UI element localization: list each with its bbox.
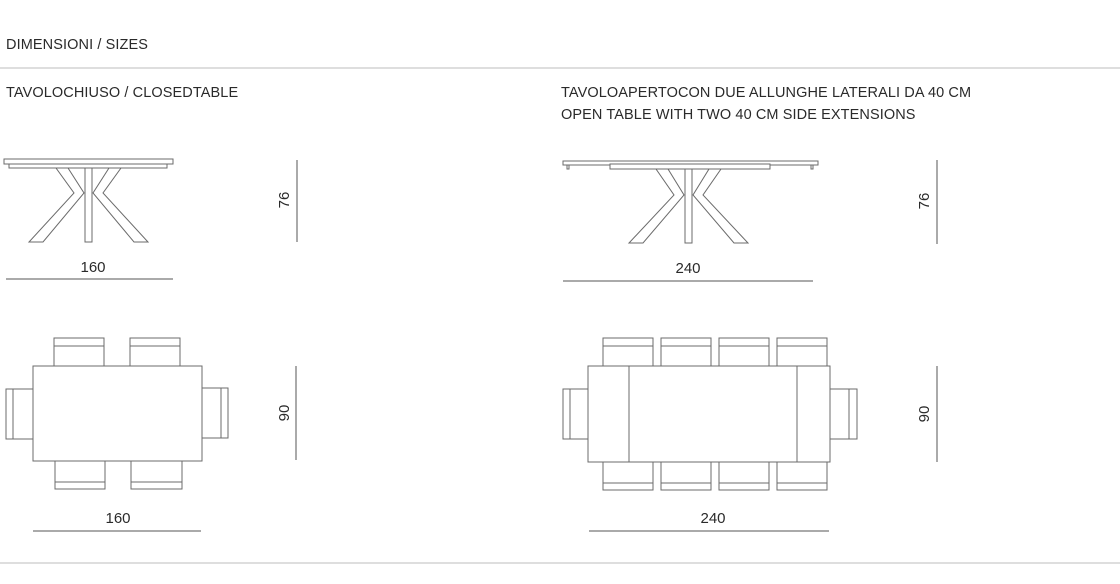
open-top-view: [562, 337, 858, 491]
closed-height-label: 76: [276, 192, 293, 209]
open-depth-label: 90: [916, 406, 933, 423]
closed-table-section: TAVOLOCHIUSO / CLOSEDTABLE 76 160 90 160: [3, 85, 298, 532]
open-top-width-label: 240: [700, 510, 725, 527]
closed-top-view: [5, 337, 229, 490]
open-height-label: 76: [916, 193, 933, 210]
open-table-heading-en: OPEN TABLE WITH TWO 40 CM SIDE EXTENSION…: [561, 107, 916, 123]
page-title: DIMENSIONI / SIZES: [6, 37, 148, 53]
closed-top-width-label: 160: [105, 510, 130, 527]
closed-side-view: [3, 158, 174, 243]
open-table-heading-it: TAVOLOAPERTOCON DUE ALLUNGHE LATERALI DA…: [561, 85, 971, 101]
closed-depth-label: 90: [276, 405, 293, 422]
closed-table-heading: TAVOLOCHIUSO / CLOSEDTABLE: [6, 85, 238, 101]
open-side-width-label: 240: [675, 260, 700, 277]
closed-side-width-label: 160: [80, 259, 105, 276]
open-table-section: TAVOLOAPERTOCON DUE ALLUNGHE LATERALI DA…: [561, 85, 971, 532]
open-side-view: [562, 160, 819, 244]
